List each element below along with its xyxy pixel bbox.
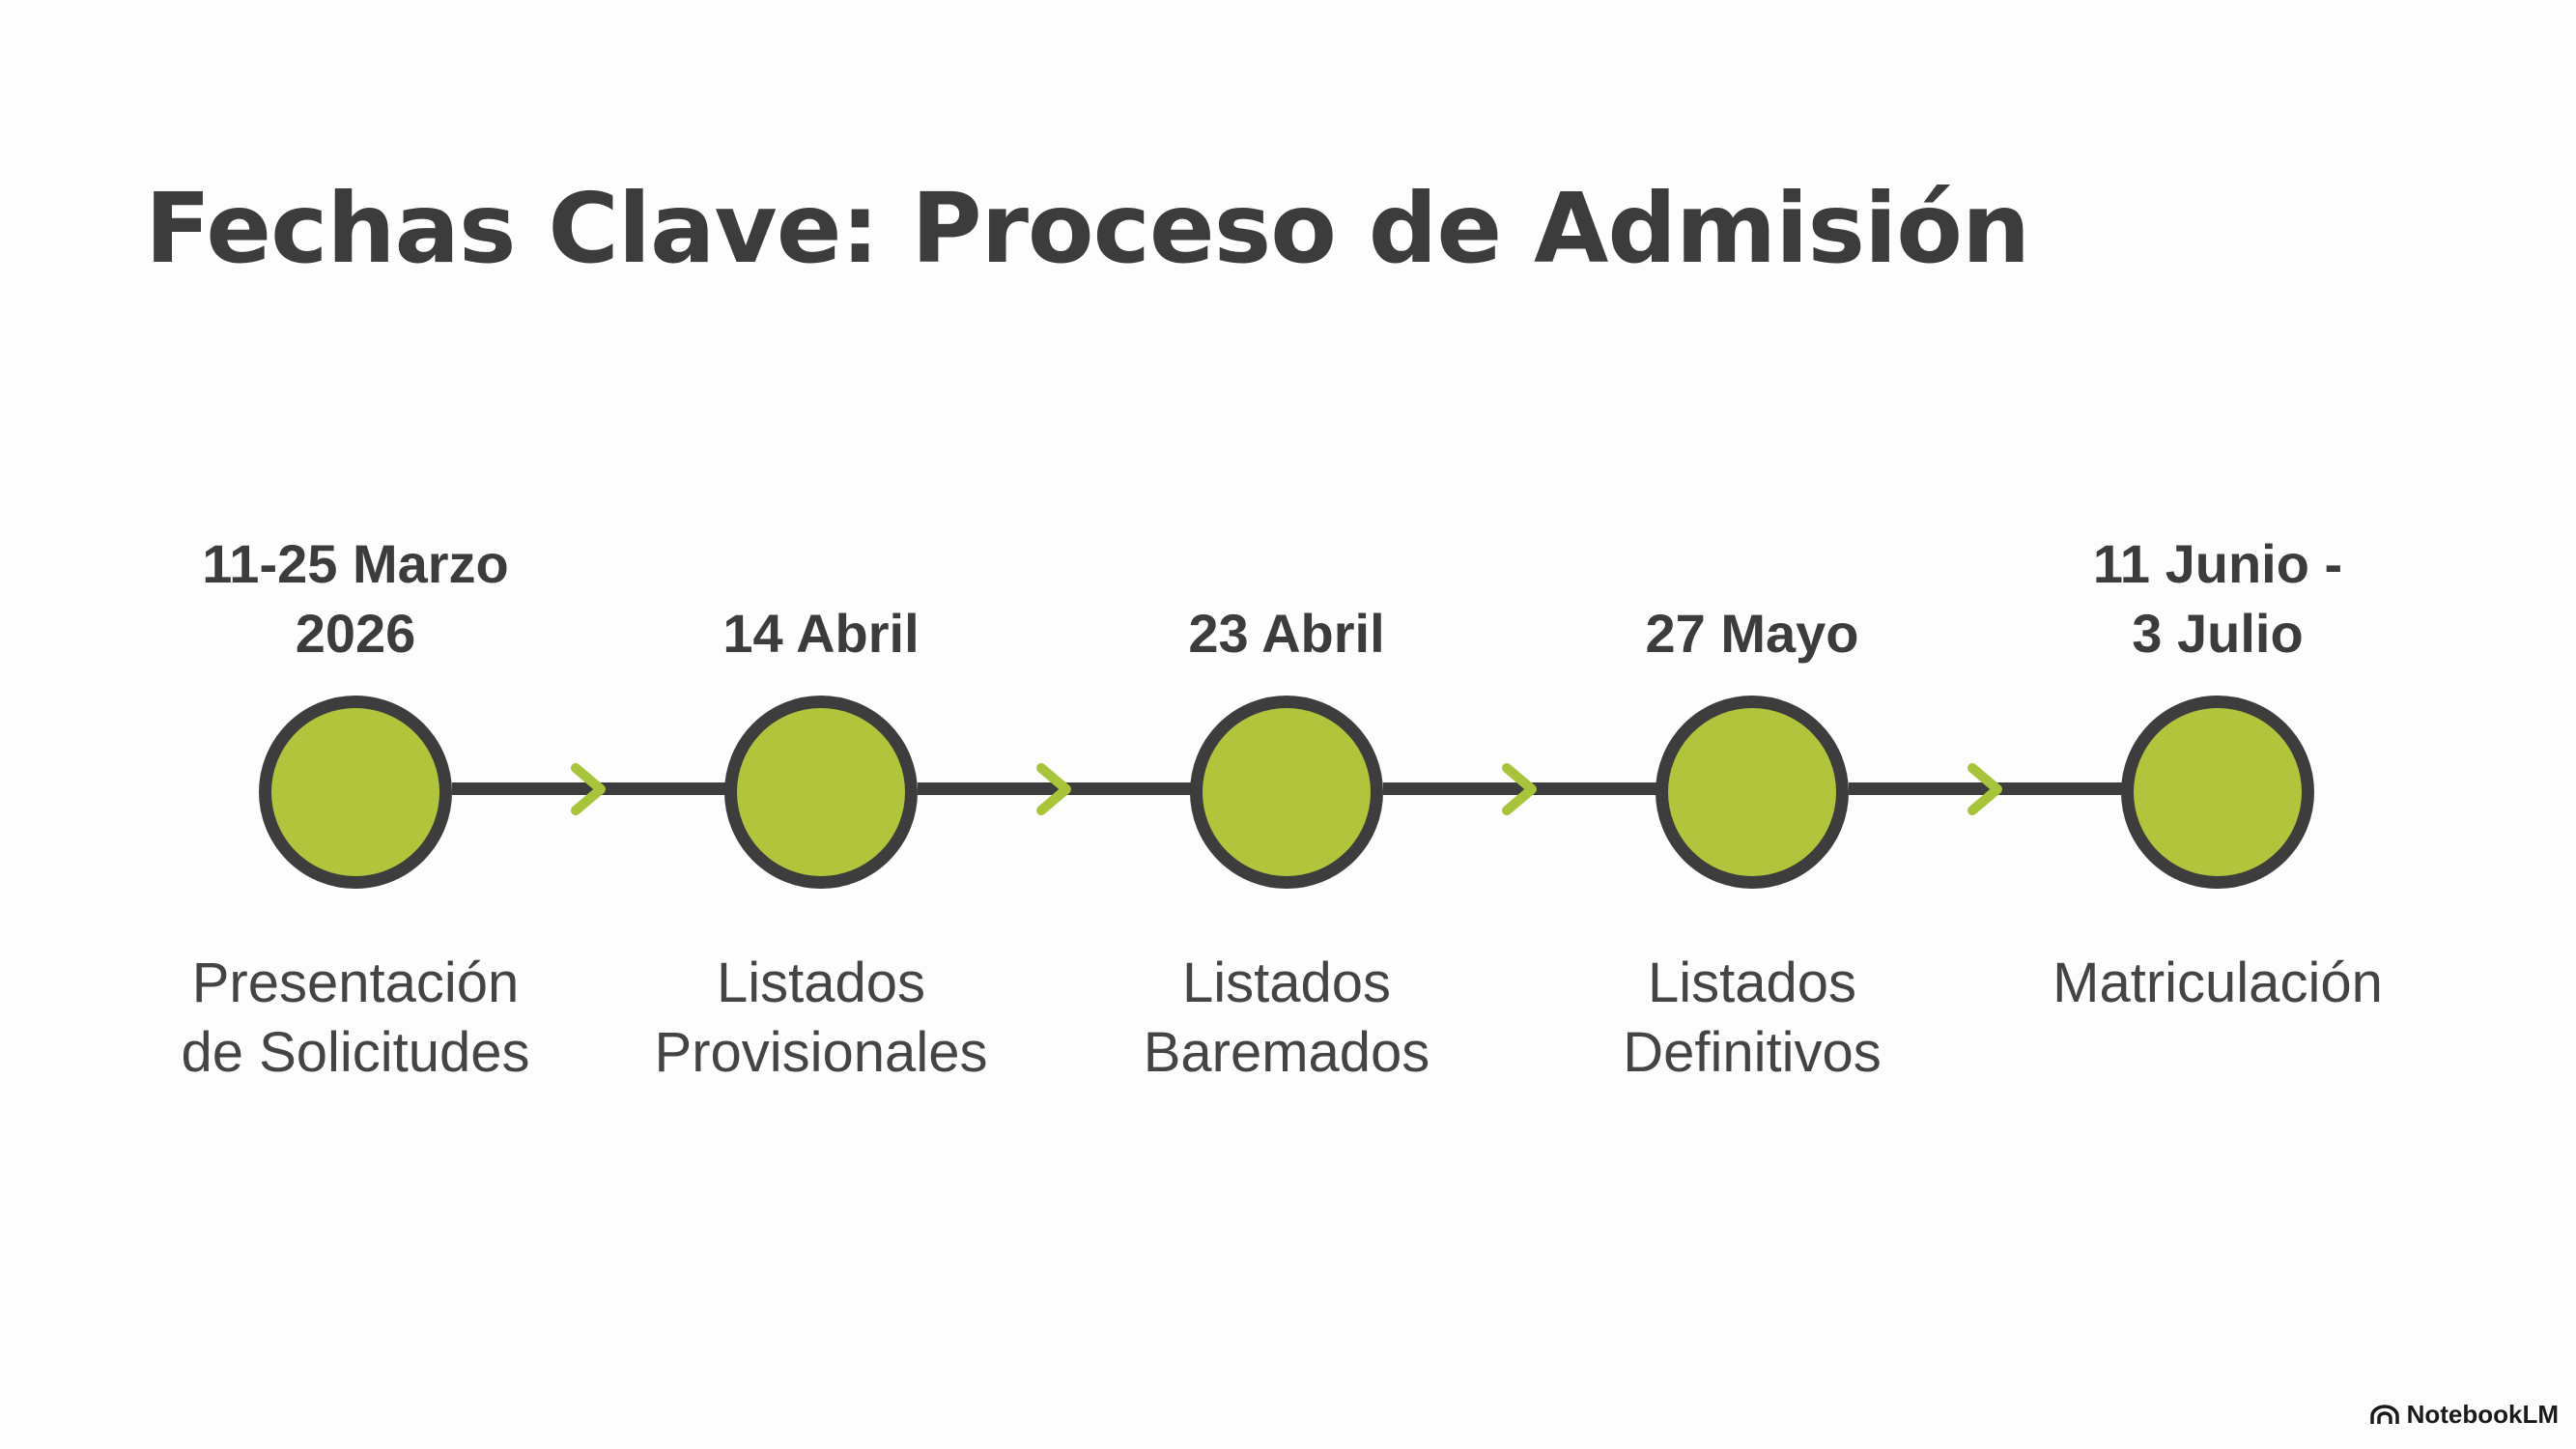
stage-date: 11-25 Marzo 2026	[202, 533, 509, 664]
timeline-stage: 23 Abril Listados Baremados	[1093, 502, 1480, 1179]
slide-title: Fechas Clave: Proceso de Admisión	[145, 172, 2030, 285]
chevron-right-icon	[1036, 763, 1071, 815]
timeline-stage: 27 Mayo Listados Definitivos	[1559, 502, 1945, 1179]
stage-date: 27 Mayo	[1645, 603, 1859, 664]
stage-node	[259, 696, 452, 889]
timeline-connector	[1383, 782, 1661, 795]
brand-watermark: NotebookLM	[2369, 1400, 2559, 1430]
timeline-connector	[452, 782, 730, 795]
chevron-right-icon	[1967, 763, 2002, 815]
timeline-connector	[1849, 782, 2127, 795]
brand-name: NotebookLM	[2406, 1400, 2559, 1429]
stage-node	[1190, 696, 1383, 889]
timeline-connector	[918, 782, 1196, 795]
stage-label: Listados Baremados	[1143, 952, 1430, 1084]
stage-node	[724, 696, 918, 889]
stage-date: 14 Abril	[722, 603, 920, 664]
timeline-stage: 11-25 Marzo 2026 Presentación de Solicit…	[162, 502, 549, 1179]
notebooklm-logo-icon	[2369, 1404, 2399, 1424]
chevron-right-icon	[571, 763, 606, 815]
stage-node	[1656, 696, 1849, 889]
stage-date: 11 Junio - 3 Julio	[2092, 533, 2343, 664]
stage-date: 23 Abril	[1188, 603, 1385, 664]
timeline-stage: 14 Abril Listados Provisionales	[628, 502, 1014, 1179]
stage-label: Presentación de Solicitudes	[181, 952, 530, 1084]
timeline-stage: 11 Junio - 3 Julio Matriculación	[2024, 502, 2411, 1179]
stage-node	[2121, 696, 2314, 889]
stage-label: Listados Provisionales	[654, 952, 988, 1084]
stage-label: Listados Definitivos	[1623, 952, 1882, 1084]
stage-label: Matriculación	[2052, 952, 2383, 1014]
chevron-right-icon	[1502, 763, 1537, 815]
